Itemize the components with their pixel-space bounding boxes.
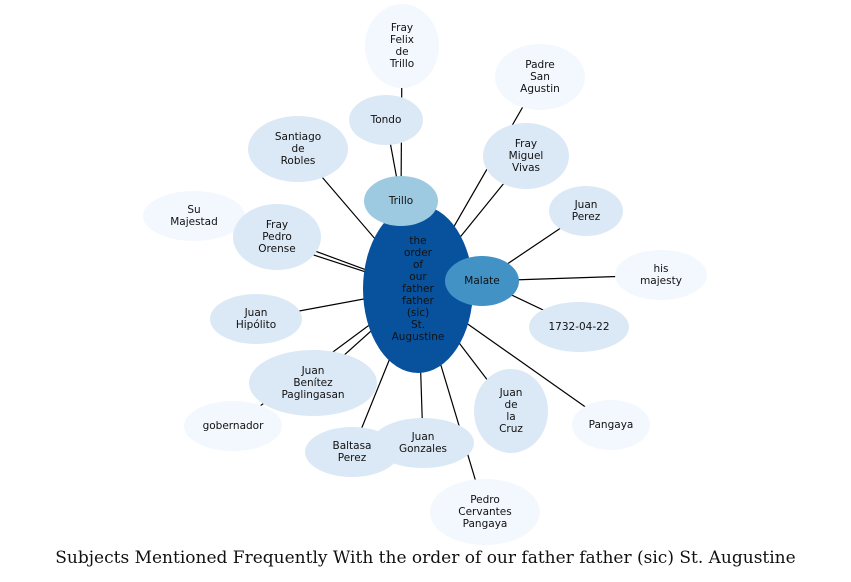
node-trillo-shape xyxy=(364,176,438,226)
node-malate-label: Malate xyxy=(464,275,499,287)
node-baltasa-shape xyxy=(305,427,399,477)
node-vivas-shape xyxy=(483,123,569,189)
node-gobernador[interactable]: gobernador xyxy=(184,401,282,451)
node-benitez-shape xyxy=(249,350,377,416)
node-pangaya[interactable]: Pangaya xyxy=(572,400,650,450)
node-date[interactable]: 1732-04-22 xyxy=(529,302,629,352)
node-tondo-label: Tondo xyxy=(370,114,402,126)
node-santiago-shape xyxy=(248,116,348,182)
node-trillo[interactable]: Trillo xyxy=(364,176,438,226)
node-date-shape xyxy=(529,302,629,352)
node-majesty-shape xyxy=(615,250,707,300)
node-cruz-shape xyxy=(474,369,548,453)
node-juanperez-shape xyxy=(549,186,623,236)
node-orense-shape xyxy=(233,204,321,270)
node-felix-shape xyxy=(365,4,439,88)
node-padre-shape xyxy=(495,44,585,110)
node-trillo-label: Trillo xyxy=(388,195,413,207)
node-hipolito-shape xyxy=(210,294,302,344)
diagram-caption: Subjects Mentioned Frequently With the o… xyxy=(55,548,796,568)
node-gobernador-label: gobernador xyxy=(203,420,265,432)
node-pedro-shape xyxy=(430,479,540,545)
node-tondo-shape xyxy=(349,95,423,145)
node-malate[interactable]: Malate xyxy=(445,256,519,306)
node-pangaya-label: Pangaya xyxy=(589,419,634,431)
node-tondo[interactable]: Tondo xyxy=(349,95,423,145)
node-malate-shape xyxy=(445,256,519,306)
node-gobernador-shape xyxy=(184,401,282,451)
node-su-shape xyxy=(143,191,245,241)
node-pangaya-shape xyxy=(572,400,650,450)
node-center-shape xyxy=(363,205,473,373)
node-date-label: 1732-04-22 xyxy=(548,321,609,333)
